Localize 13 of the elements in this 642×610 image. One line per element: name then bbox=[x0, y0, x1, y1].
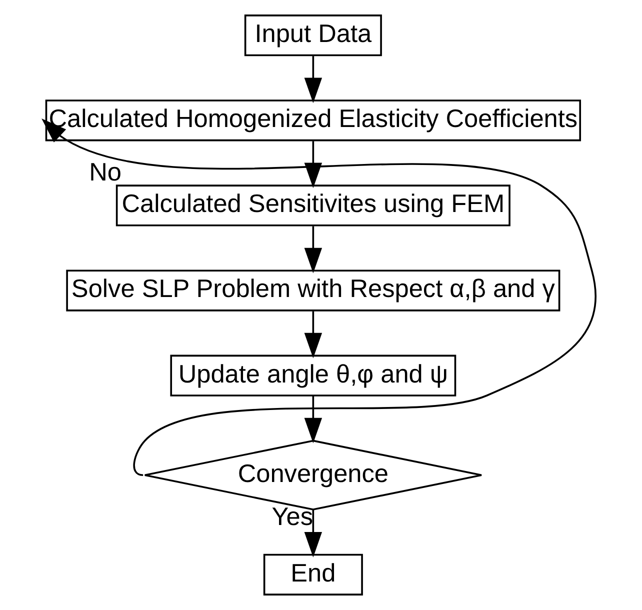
arrow bbox=[304, 311, 322, 358]
node-box: Calculated Homogenized Elasticity Coefficients bbox=[45, 100, 581, 142]
arrow bbox=[304, 56, 322, 104]
node-box: Update angle θ,φ and ψ bbox=[170, 354, 456, 396]
node-box: End bbox=[263, 554, 363, 596]
node-box: Calculated Sensitivites using FEM bbox=[116, 184, 510, 226]
arrow bbox=[304, 226, 322, 274]
node-box: Solve SLP Problem with Respect α,β and γ bbox=[66, 270, 560, 312]
edge-label: No bbox=[89, 158, 122, 186]
node-box: Input Data bbox=[244, 14, 382, 56]
arrow bbox=[304, 510, 322, 558]
arrow bbox=[304, 396, 322, 444]
arrow bbox=[42, 118, 596, 476]
